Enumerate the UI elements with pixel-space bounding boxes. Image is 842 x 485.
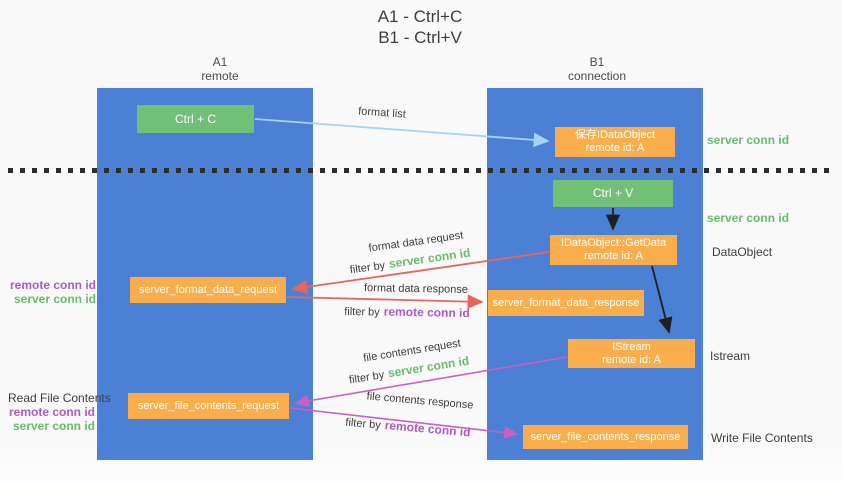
- column-header-b1: B1 connection: [517, 55, 677, 83]
- title-line-1: A1 - Ctrl+C: [377, 7, 463, 26]
- filter-by-text: filter by: [344, 305, 380, 319]
- annotation-server-conn-id-top: server conn id: [707, 133, 790, 147]
- filter-by-text: filter by: [348, 369, 386, 387]
- istream-line2: remote id: A: [602, 353, 661, 366]
- title-line-2: B1 - Ctrl+V: [378, 28, 462, 47]
- box-save-idataobject: 保存IDataObject remote id: A: [555, 127, 675, 157]
- column-header-a1: A1 remote: [140, 55, 300, 83]
- box-istream: IStream remote id: A: [568, 339, 695, 368]
- dotted-separator: [8, 168, 834, 173]
- filter-by-text: filter by: [349, 259, 386, 277]
- server-format-data-response-label: server_format_data_response: [492, 296, 640, 309]
- box-server-file-contents-response: server_file_contents_response: [523, 425, 688, 449]
- diagram-title: A1 - Ctrl+C B1 - Ctrl+V: [300, 6, 540, 48]
- remote-conn-id-text: remote conn id: [383, 304, 470, 321]
- arrow-format-data-response: [286, 294, 484, 309]
- box-server-file-contents-request: server_file_contents_request: [128, 393, 289, 419]
- ctrl-c-label: Ctrl + C: [174, 111, 216, 126]
- column-a1-subtitle: remote: [201, 69, 239, 83]
- annotation-write-file-contents: Write File Contents: [711, 431, 813, 445]
- remote-conn-id-text: remote conn id: [384, 417, 472, 440]
- save-idataobject-line2: remote id: A: [585, 142, 645, 154]
- annotation-server-conn-id-2: server conn id: [12, 419, 95, 433]
- box-ctrl-c: Ctrl + C: [137, 105, 254, 133]
- label-file-contents-response: file contents response: [366, 390, 474, 412]
- column-a1-title: A1: [212, 55, 228, 69]
- server-format-data-request-label: server_format_data_request: [138, 283, 278, 296]
- box-ctrl-v: Ctrl + V: [553, 180, 673, 207]
- box-idataobject-getdata: IDataObject::GetData remote id: A: [550, 235, 677, 265]
- annotation-remote-conn-id-2: remote conn id: [8, 405, 95, 419]
- column-b1-title: B1: [589, 55, 605, 69]
- annotation-server-conn-id-1: server conn id: [13, 292, 96, 306]
- label-format-list: format list: [357, 105, 407, 121]
- box-server-format-data-response: server_format_data_response: [488, 290, 644, 316]
- annotation-read-file-contents: Read File Contents: [8, 391, 111, 405]
- filter-by-text: filter by: [344, 416, 382, 432]
- server-file-contents-request-label: server_file_contents_request: [137, 399, 280, 412]
- server-file-contents-response-label: server_file_contents_response: [530, 430, 681, 443]
- save-idataobject-line1: 保存IDataObject: [574, 129, 656, 141]
- istream-line1: IStream: [612, 340, 651, 353]
- annotation-remote-conn-id-1: remote conn id: [9, 278, 96, 292]
- annotation-dataobject: DataObject: [712, 245, 773, 259]
- ctrl-v-label: Ctrl + V: [592, 186, 634, 200]
- column-b1-subtitle: connection: [567, 69, 627, 83]
- label-format-data-response: format data response: [363, 282, 469, 296]
- annotation-istream: Istream: [710, 349, 751, 363]
- box-server-format-data-request: server_format_data_request: [130, 277, 286, 303]
- getdata-line1: IDataObject::GetData: [560, 237, 667, 249]
- getdata-line2: remote id: A: [584, 250, 643, 262]
- annotation-server-conn-id-mid: server conn id: [707, 211, 790, 225]
